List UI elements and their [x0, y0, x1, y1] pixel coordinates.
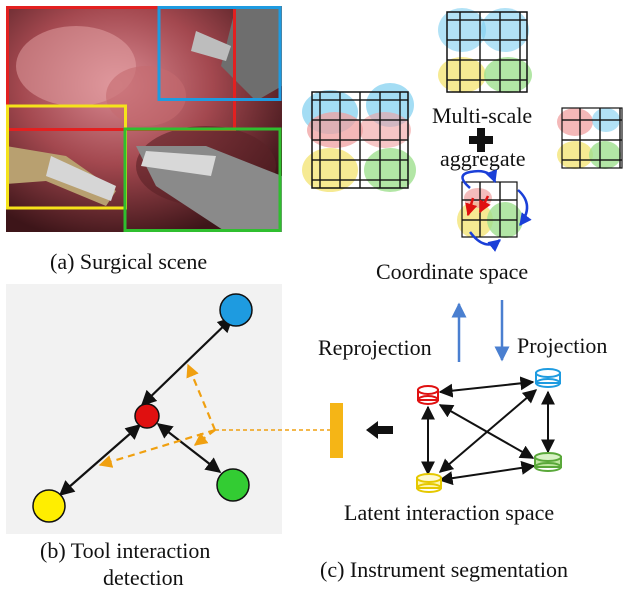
latent-node-blue: [535, 368, 561, 388]
label-coordinate-space: Coordinate space: [376, 259, 529, 284]
latent-node-red: [417, 385, 439, 405]
caption-tool-interaction-1: (b) Tool interaction: [40, 538, 211, 563]
label-reprojection: Reprojection: [318, 335, 432, 360]
feature-bar: [330, 403, 343, 458]
latent-node-green: [534, 452, 562, 472]
latent-graph: [416, 368, 562, 493]
node-yellow: [32, 489, 66, 523]
blue-bounding-box: [157, 6, 282, 101]
caption-instrument-segmentation: (c) Instrument segmentation: [320, 557, 569, 582]
surgical-scene-image: [6, 6, 282, 232]
green-bounding-box: [123, 127, 282, 232]
latent-node-yellow: [416, 473, 442, 493]
surgical-scene-art: [6, 6, 282, 232]
grid-top: [438, 8, 532, 93]
left-arrow-icon: [366, 421, 393, 439]
interaction-graph: [32, 293, 330, 523]
node-blue: [219, 293, 253, 327]
grid-right: [557, 107, 623, 169]
grid-aggregate: [457, 169, 532, 252]
label-multi-scale: Multi-scale: [432, 103, 533, 128]
label-projection: Projection: [517, 333, 608, 358]
red-bounding-box: [6, 6, 236, 131]
caption-surgical-scene: (a) Surgical scene: [50, 249, 208, 274]
plus-icon: [469, 128, 493, 152]
label-latent-space: Latent interaction space: [344, 500, 555, 525]
node-green: [216, 468, 250, 502]
grid-large: [302, 83, 416, 192]
caption-tool-interaction-2: detection: [103, 565, 184, 590]
node-red: [134, 403, 160, 429]
